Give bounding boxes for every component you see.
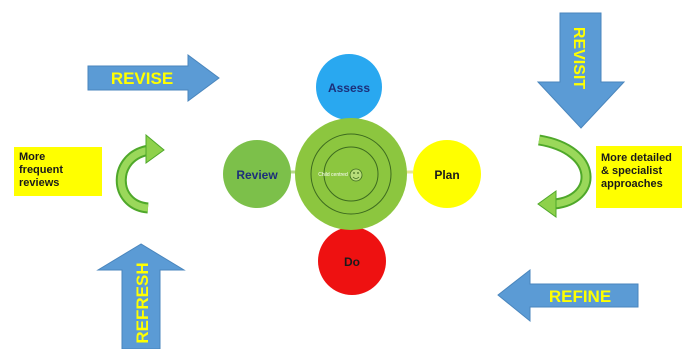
right-note: More detailed & specialist approaches xyxy=(596,146,682,208)
left-curved-arrow xyxy=(115,133,165,214)
left-note-line: frequent xyxy=(19,164,63,176)
right-note-line: More detailed xyxy=(601,152,672,164)
right-note-line: & specialist xyxy=(601,165,663,177)
revisit-label: REVISIT xyxy=(570,27,587,89)
revise-arrow: REVISE xyxy=(87,54,220,102)
right-curved-arrow xyxy=(537,134,592,218)
right-note-line: approaches xyxy=(601,178,663,190)
do-label: Do xyxy=(344,255,360,269)
revise-label: REVISE xyxy=(111,69,173,88)
refresh-label: REFRESH xyxy=(133,262,152,343)
left-note: More frequent reviews xyxy=(14,147,102,196)
refresh-arrow: REFRESH xyxy=(96,243,186,349)
cycle: Assess Plan Do Review Child centred xyxy=(223,54,481,295)
do-circle: Do xyxy=(318,227,386,295)
left-note-line: reviews xyxy=(19,177,60,189)
assess-label: Assess xyxy=(328,81,370,95)
center-circle: Child centred xyxy=(295,118,407,230)
revisit-arrow: REVISIT xyxy=(536,12,626,129)
smiley-icon xyxy=(349,168,363,182)
review-label: Review xyxy=(236,168,278,182)
plan-circle: Plan xyxy=(413,140,481,208)
review-circle: Review xyxy=(223,140,291,208)
center-caption: Child centred xyxy=(318,172,348,178)
refine-label: REFINE xyxy=(549,287,611,306)
refine-arrow: REFINE xyxy=(497,268,639,323)
plan-label: Plan xyxy=(434,168,459,182)
left-note-line: More xyxy=(19,151,46,163)
assess-circle: Assess xyxy=(316,54,382,120)
